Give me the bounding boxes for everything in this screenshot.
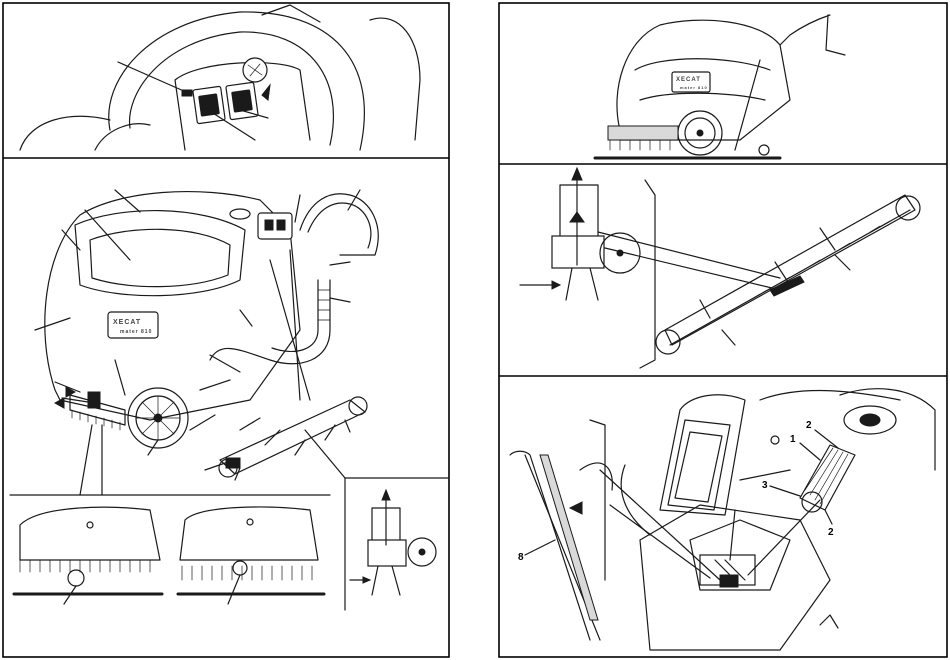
gasket-strip: [540, 455, 598, 620]
sq-detail-leader-2: [392, 566, 400, 595]
handle-left: [20, 116, 110, 150]
brand-sub-text: mater 810: [120, 329, 152, 335]
tank-cap: [230, 209, 250, 219]
small-nut: [771, 436, 779, 444]
side-brush: [608, 126, 678, 140]
side-brush-bristles: [610, 140, 670, 150]
machine-edge: [740, 470, 790, 480]
detail-left-bristles: [20, 560, 150, 572]
leader-2a: [815, 430, 838, 448]
sq-pointer-2: [605, 248, 772, 288]
sq-leader-1: [566, 268, 572, 300]
machine-top-curve: [760, 391, 900, 400]
detail-left-screw: [87, 522, 93, 528]
squeegee-knob: [226, 458, 240, 468]
sq-arrow-top: [572, 168, 582, 180]
callout-1: 1: [790, 434, 796, 445]
control-panel-closeup: [20, 5, 420, 150]
squeegee-blade: [220, 400, 365, 474]
side-squeegee-wheel: [759, 145, 769, 155]
brush-pedal: [88, 392, 100, 408]
filter-pleats: [805, 448, 848, 504]
detail-right-caster: [233, 561, 247, 575]
callout-8: 8: [518, 552, 524, 563]
dashboard: [258, 213, 292, 239]
squeegee-panel: [520, 168, 920, 368]
callout-3: 3: [762, 480, 768, 491]
sq-blade-edge: [670, 210, 910, 345]
panel3-corner-mark: [820, 615, 838, 628]
sq-leader-2: [590, 268, 598, 300]
panel3-bracket: [590, 420, 605, 580]
hose-ribs: [318, 290, 330, 320]
sq-detail-leader-1: [372, 566, 378, 595]
pointer-p3-2: [610, 505, 710, 578]
side-handle-grip: [826, 15, 845, 55]
leader-3: [770, 486, 800, 496]
machine-side-view: XECAT mater 810: [595, 15, 845, 158]
callout-2b: 2: [828, 527, 834, 538]
lid-window: [90, 229, 230, 286]
sq-leader-4: [820, 228, 835, 250]
detail-left-body: [20, 507, 160, 560]
sq-block: [552, 236, 604, 268]
side-lid-line: [635, 59, 770, 70]
leader-2b: [825, 510, 832, 524]
detail-pointer-3: [305, 430, 345, 478]
side-brand-sub: mater 810: [680, 85, 708, 90]
pointer-p3-1: [600, 470, 720, 580]
detail-right-body: [180, 507, 318, 560]
side-brand-main: XECAT: [676, 77, 701, 83]
leader-8: [525, 540, 555, 555]
lid-filter: [675, 432, 722, 502]
frame-strut-2: [290, 250, 300, 400]
gasket-arrow: [570, 502, 582, 514]
detail-left-caster: [68, 570, 84, 586]
sq-bracket: [640, 180, 655, 368]
battery-icon: [262, 85, 270, 100]
pointer-p3-3: [730, 510, 735, 560]
dash-switch-2: [277, 220, 285, 230]
side-handle: [780, 15, 830, 45]
sq-detail-arrow-head: [382, 490, 390, 500]
sq-blade: [665, 195, 915, 345]
filter-cartridge: [800, 445, 855, 510]
leader-a1: [118, 62, 186, 92]
sq-leader-5: [835, 255, 850, 270]
brush-height-details: [10, 495, 330, 604]
callout-2a: 2: [806, 420, 812, 431]
switch-right-rocker: [232, 90, 253, 112]
detail-right-leader: [228, 575, 240, 604]
sq-side-arrow: [552, 281, 560, 289]
sq-pointer-1: [598, 232, 780, 278]
float-part: [720, 575, 738, 587]
side-mid-line: [640, 93, 765, 100]
wheel-spokes: [136, 396, 180, 440]
frame-part: [95, 124, 150, 150]
suction-hose: [210, 280, 330, 364]
filter-panel: 8 1 2 2 3: [510, 389, 935, 650]
detail-right-screw: [247, 519, 253, 525]
side-strut: [735, 60, 760, 150]
sq-arrow-mid: [570, 212, 584, 222]
sq-leader-7: [722, 330, 735, 345]
frame-strut-1: [270, 260, 310, 400]
dash-switch-1: [265, 220, 273, 230]
tank-handle: [621, 465, 650, 535]
switch-left-rocker: [199, 94, 220, 116]
sq-detail-hub: [419, 549, 425, 555]
leader-1: [800, 443, 820, 460]
side-wheel-hub: [697, 130, 703, 136]
detail-pointer-1: [80, 425, 92, 495]
recovery-lid: [75, 211, 245, 296]
lid-open: [660, 395, 745, 515]
brand-main-text: XECAT: [113, 319, 141, 326]
tank-right-edge: [370, 18, 420, 140]
squeegee-adjust-detail: [350, 490, 436, 595]
handle-bar-inner: [308, 203, 371, 248]
sq-detail-block: [368, 540, 406, 566]
filter-housing-hole: [860, 414, 880, 426]
